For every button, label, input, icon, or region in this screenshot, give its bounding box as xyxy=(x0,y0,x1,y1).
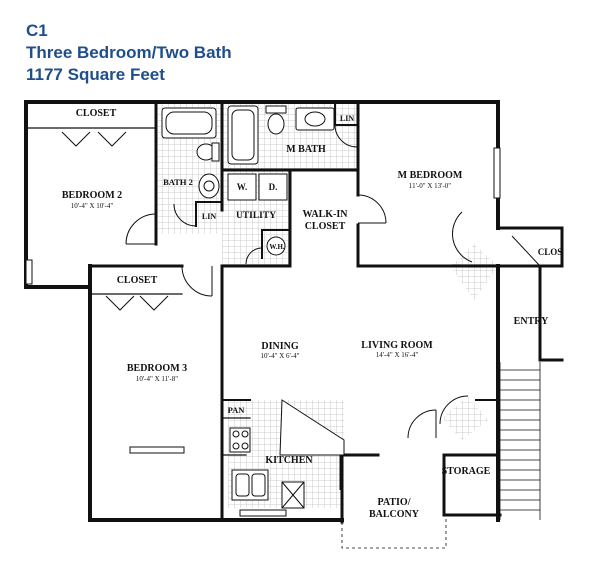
bath2-label: BATH 2 xyxy=(163,177,193,187)
layout-name: Three Bedroom/Two Bath xyxy=(26,43,232,62)
kitchen-label: KITCHEN xyxy=(265,455,313,466)
dining-dim-label: 10'-4" X 6'-4" xyxy=(261,352,300,360)
square-footage: 1177 Square Feet xyxy=(26,65,165,84)
walkin-closet-label-line2: CLOSET xyxy=(305,221,346,232)
walkin-closet-label-line1: WALK-IN xyxy=(302,209,348,220)
storage-label: STORAGE xyxy=(442,466,491,477)
walls xyxy=(24,100,564,524)
lin-right-label: LIN xyxy=(340,114,354,123)
living-room-label: LIVING ROOM xyxy=(361,340,433,351)
bedroom2-label: BEDROOM 2 xyxy=(62,190,122,201)
closet-doors xyxy=(61,131,169,311)
patio-label-line2: BALCONY xyxy=(369,509,420,520)
dryer-label: D. xyxy=(269,182,278,192)
closet-top-label: CLOSET xyxy=(76,108,117,119)
utility-label: UTILITY xyxy=(236,211,276,221)
windows xyxy=(25,147,501,517)
washer-label: W. xyxy=(237,182,247,192)
clos-label: CLOS xyxy=(538,247,563,257)
patio-outline xyxy=(341,515,447,549)
patio-label-line1: PATIO/ xyxy=(378,497,411,508)
dining-label: DINING xyxy=(261,341,298,352)
fixtures xyxy=(161,105,345,509)
closet-mid-label: CLOSET xyxy=(117,275,158,286)
pantry-label: PAN xyxy=(228,405,246,415)
unit-code: C1 xyxy=(26,21,48,40)
m-bedroom-label: M BEDROOM xyxy=(398,170,463,181)
living-room-dim-label: 14'-4" X 16'-4" xyxy=(376,351,419,359)
water-heater-label: W.H. xyxy=(269,243,285,251)
lin-left-label: LIN xyxy=(202,212,216,221)
bedroom3-label: BEDROOM 3 xyxy=(127,363,187,374)
m-bath-label: M BATH xyxy=(286,144,326,155)
bedroom2-dim-label: 10'-4" X 10'-4" xyxy=(71,202,114,210)
entry-stairs xyxy=(499,362,541,520)
bedroom3-dim-label: 10'-4" X 11'-8" xyxy=(136,375,178,383)
entry-label: ENTRY xyxy=(514,316,549,327)
door-swings xyxy=(125,124,541,490)
m-bedroom-dim-label: 11'-0" X 13'-0" xyxy=(409,182,451,190)
